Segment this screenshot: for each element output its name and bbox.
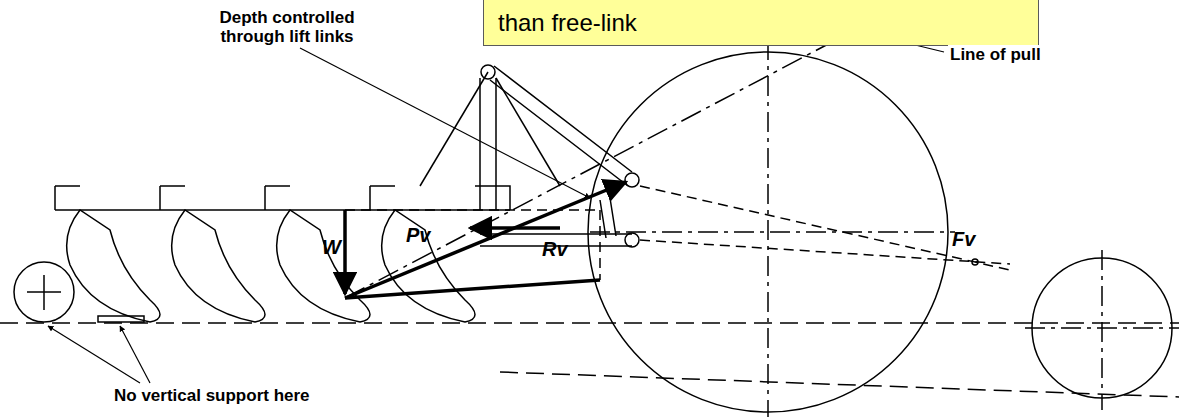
highlight-box: than free-link: [483, 0, 1039, 46]
force-label: W: [320, 238, 343, 257]
pull-label: Line of pull: [948, 45, 1043, 64]
note-label: Depth controlled through lift links: [205, 8, 369, 46]
note-label: No vertical support here: [112, 386, 312, 405]
point-label: Fv: [950, 230, 977, 249]
box-text: than free-link: [484, 0, 1038, 37]
force-label: Pv: [404, 226, 432, 245]
force-label: Rv: [540, 240, 570, 259]
